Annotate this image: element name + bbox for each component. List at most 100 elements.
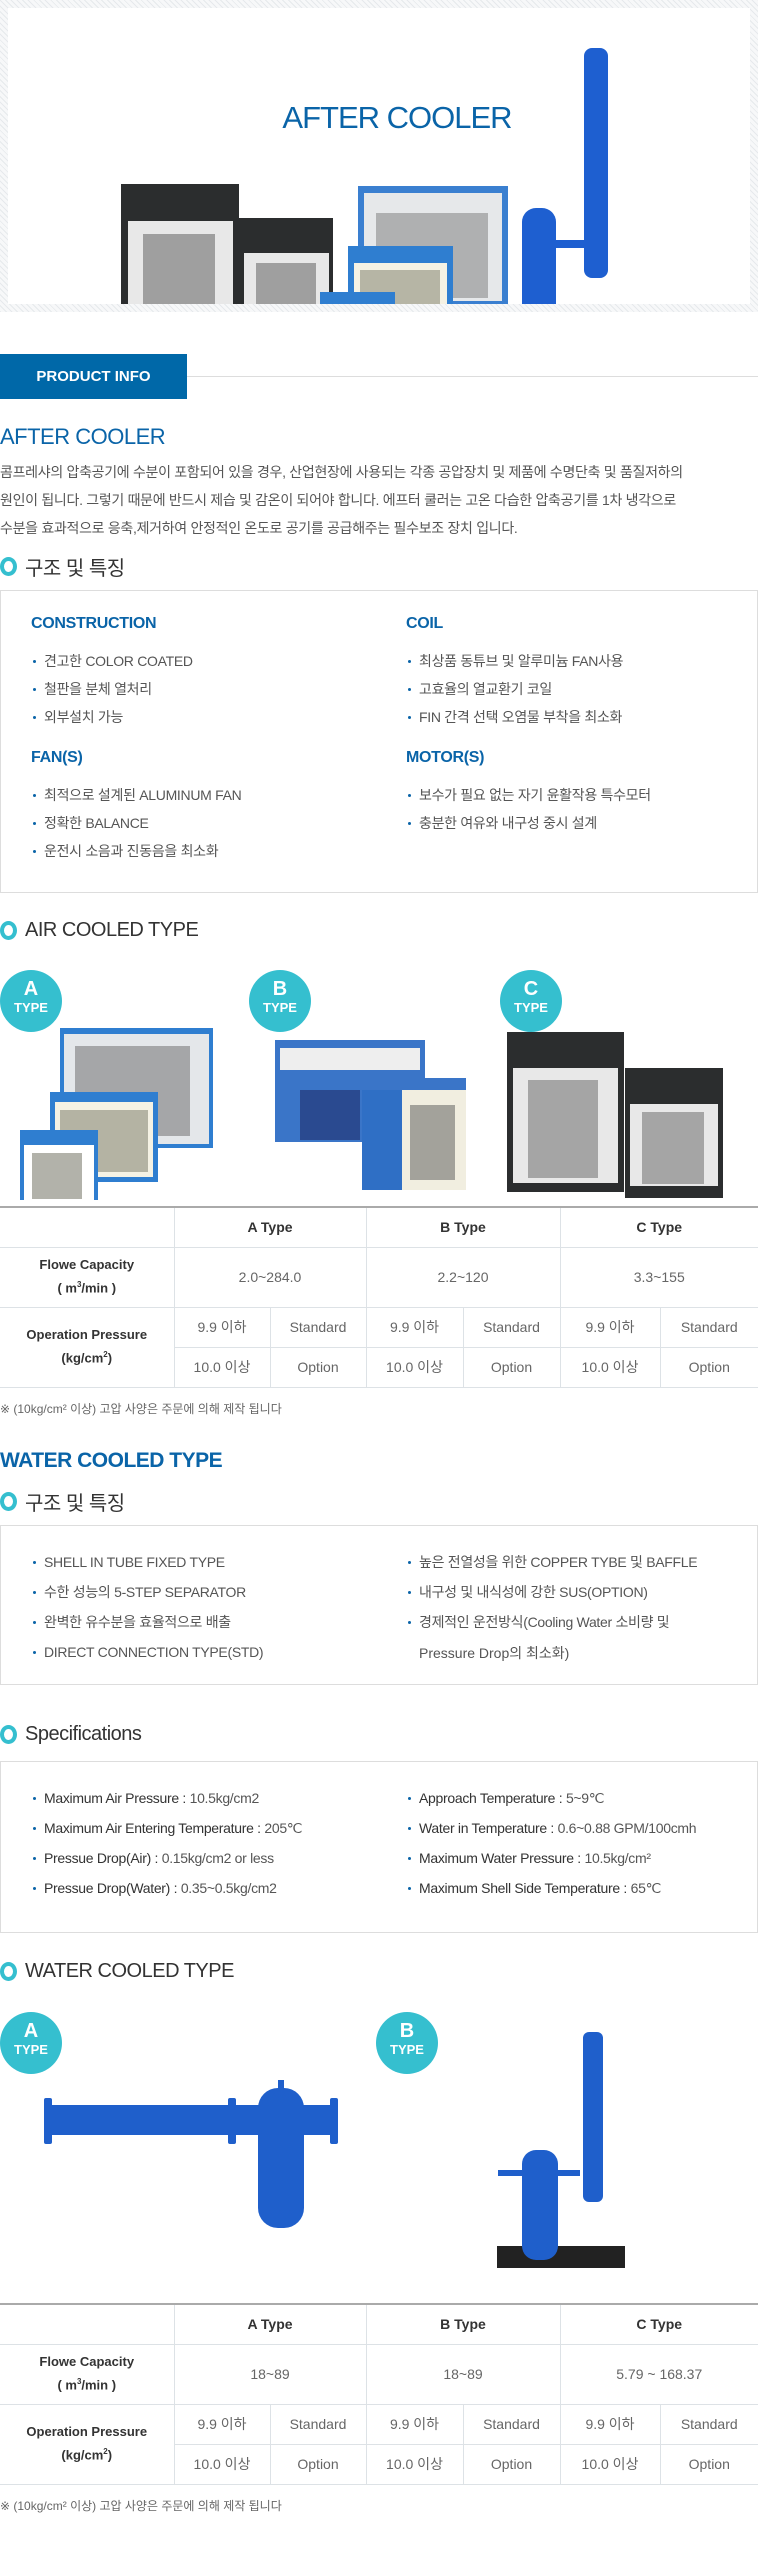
specifications-box: Maximum Air Pressure : 10.5kg/cm2 Maximu…	[0, 1761, 758, 1933]
table-cell: 18~89	[365, 2343, 561, 2405]
row-header-flow: Flowe Capacity( m3/min )	[0, 1246, 175, 1308]
list-item: 높은 전열성을 위한 COPPER TYBE 및 BAFFLE	[406, 1548, 698, 1578]
spec-value: 65℃	[630, 1880, 662, 1896]
table-cell: Standard	[462, 1306, 561, 1348]
badge-letter: B	[399, 2020, 415, 2042]
label: Operation Pressure	[26, 2424, 148, 2440]
badge-type: TYPE	[14, 2042, 48, 2057]
type-c-image	[507, 1032, 723, 1198]
badge-type: TYPE	[263, 1000, 297, 1015]
unit: (kg/cm	[61, 2447, 104, 2463]
water-cooled-product-images	[44, 2032, 625, 2268]
spec-key: Water in Temperature :	[419, 1820, 558, 1836]
spec-value: 0.35~0.5kg/cm2	[180, 1880, 277, 1896]
unit: 3	[76, 2377, 82, 2387]
list-item: 완벽한 유수분을 효율적으로 배출	[31, 1608, 263, 1638]
spec-list: Approach Temperature : 5~9℃ Water in Tem…	[406, 1784, 697, 1904]
unit: 2	[103, 2447, 108, 2457]
air-cooled-product-images	[20, 1028, 723, 1200]
list-item: 운전시 소음과 진동음을 최소화	[31, 837, 241, 865]
table-cell: Option	[269, 2443, 367, 2485]
intro-line: 수분을 효과적으로 응축,제거하여 안정적인 온도로 공기를 공급해주는 필수보…	[0, 520, 518, 536]
list-item: 철판을 분체 열처리	[31, 675, 193, 703]
table-header: C Type	[559, 1206, 758, 1248]
table-cell: Option	[462, 1346, 561, 1388]
unit: )	[107, 2447, 113, 2463]
badge-type: TYPE	[14, 1000, 48, 1015]
table-cell: 2.2~120	[365, 1246, 561, 1308]
row-header-pressure: Operation Pressure (kg/cm2)	[0, 2403, 175, 2485]
product-lineup-image	[121, 48, 625, 392]
spec-item: Approach Temperature : 5~9℃	[406, 1784, 696, 1814]
table-cell: Option	[269, 1346, 367, 1388]
type-b-image	[275, 1040, 466, 1190]
type-a-image	[20, 1028, 213, 1200]
table-cell: 5.79 ~ 168.37	[559, 2343, 758, 2405]
badge-letter: A	[23, 2020, 39, 2042]
list-item: 충분한 여유와 내구성 중시 설계	[406, 809, 651, 837]
spec-key: Pressue Drop(Air) :	[44, 1850, 162, 1866]
group-title: COIL	[406, 615, 444, 632]
badge-type: TYPE	[514, 1000, 548, 1015]
spec-value: 205℃	[264, 1820, 303, 1836]
unit: (kg/cm	[61, 1350, 104, 1366]
group-title: MOTOR(S)	[406, 749, 485, 766]
spec-key: Approach Temperature :	[419, 1790, 566, 1806]
badge-type: TYPE	[390, 2042, 424, 2057]
list-item: 최적으로 설계된 ALUMINUM FAN	[31, 781, 242, 809]
table-cell: 10.0 이상	[174, 1346, 271, 1388]
heading-text: Specifications	[25, 1723, 142, 1745]
spec-key: Maximum Air Entering Temperature :	[44, 1820, 265, 1836]
after-cooler-tower	[500, 48, 625, 380]
list-item: 외부설치 가능	[31, 703, 193, 731]
spec-value: 5~9℃	[565, 1790, 605, 1806]
unit: /min )	[81, 1280, 117, 1296]
table-cell: Option	[659, 2443, 758, 2485]
list-item: DIRECT CONNECTION TYPE(STD)	[31, 1638, 264, 1668]
circle-icon	[0, 1492, 17, 1511]
spec-value: 0.6~0.88 GPM/100cmh	[557, 1820, 697, 1836]
table-cell: Standard	[269, 1306, 367, 1348]
divider	[187, 376, 758, 377]
row-header-flow: Flowe Capacity( m3/min )	[0, 2343, 175, 2405]
table-header-blank	[0, 2303, 175, 2345]
cooler-unit-blue	[320, 186, 508, 392]
label: Flowe Capacity	[39, 2354, 135, 2370]
table-cell: 10.0 이상	[174, 2443, 271, 2485]
table-cell: Option	[659, 1346, 758, 1388]
spec-key: Pressue Drop(Water) :	[44, 1880, 181, 1896]
section-heading-features: 구조 및 특징	[0, 1487, 125, 1516]
table-cell: 18~89	[173, 2343, 367, 2405]
table-cell: Standard	[462, 2403, 561, 2445]
list-item: 보수가 필요 없는 자기 윤활작용 특수모터	[406, 781, 651, 809]
table-cell: 10.0 이상	[365, 1346, 464, 1388]
spec-item: Pressue Drop(Water) : 0.35~0.5kg/cm2	[31, 1874, 302, 1904]
table-cell: 10.0 이상	[365, 2443, 464, 2485]
product-info-tab[interactable]: PRODUCT INFO	[0, 354, 187, 399]
section-heading-specifications: Specifications	[0, 1723, 142, 1746]
list-item: FIN 간격 선택 오염물 부착을 최소화	[406, 703, 623, 731]
spec-item: Pressue Drop(Air) : 0.15kg/cm2 or less	[31, 1844, 302, 1874]
footnote: ※ (10kg/cm² 이상) 고압 사양은 주문에 의해 제작 됩니다	[0, 2499, 282, 2513]
table-cell: 9.9 이하	[559, 1306, 661, 1348]
table-cell: 10.0 이상	[559, 2443, 661, 2485]
circle-icon	[0, 1962, 17, 1981]
spec-key: Maximum Water Pressure :	[419, 1850, 585, 1866]
hero-banner: AFTER COOLER	[0, 0, 758, 392]
spec-value: 0.15kg/cm2 or less	[161, 1850, 274, 1866]
heading-text: 구조 및 특징	[25, 558, 125, 580]
list-item: 고효율의 열교환기 코일	[406, 675, 623, 703]
section-heading-water-cooled-type: WATER COOLED TYPE	[0, 1960, 234, 1983]
table-cell: 9.9 이하	[173, 1306, 271, 1348]
table-cell: 9.9 이하	[365, 1306, 464, 1348]
circle-icon	[0, 557, 17, 576]
badge-letter: B	[272, 978, 288, 1000]
